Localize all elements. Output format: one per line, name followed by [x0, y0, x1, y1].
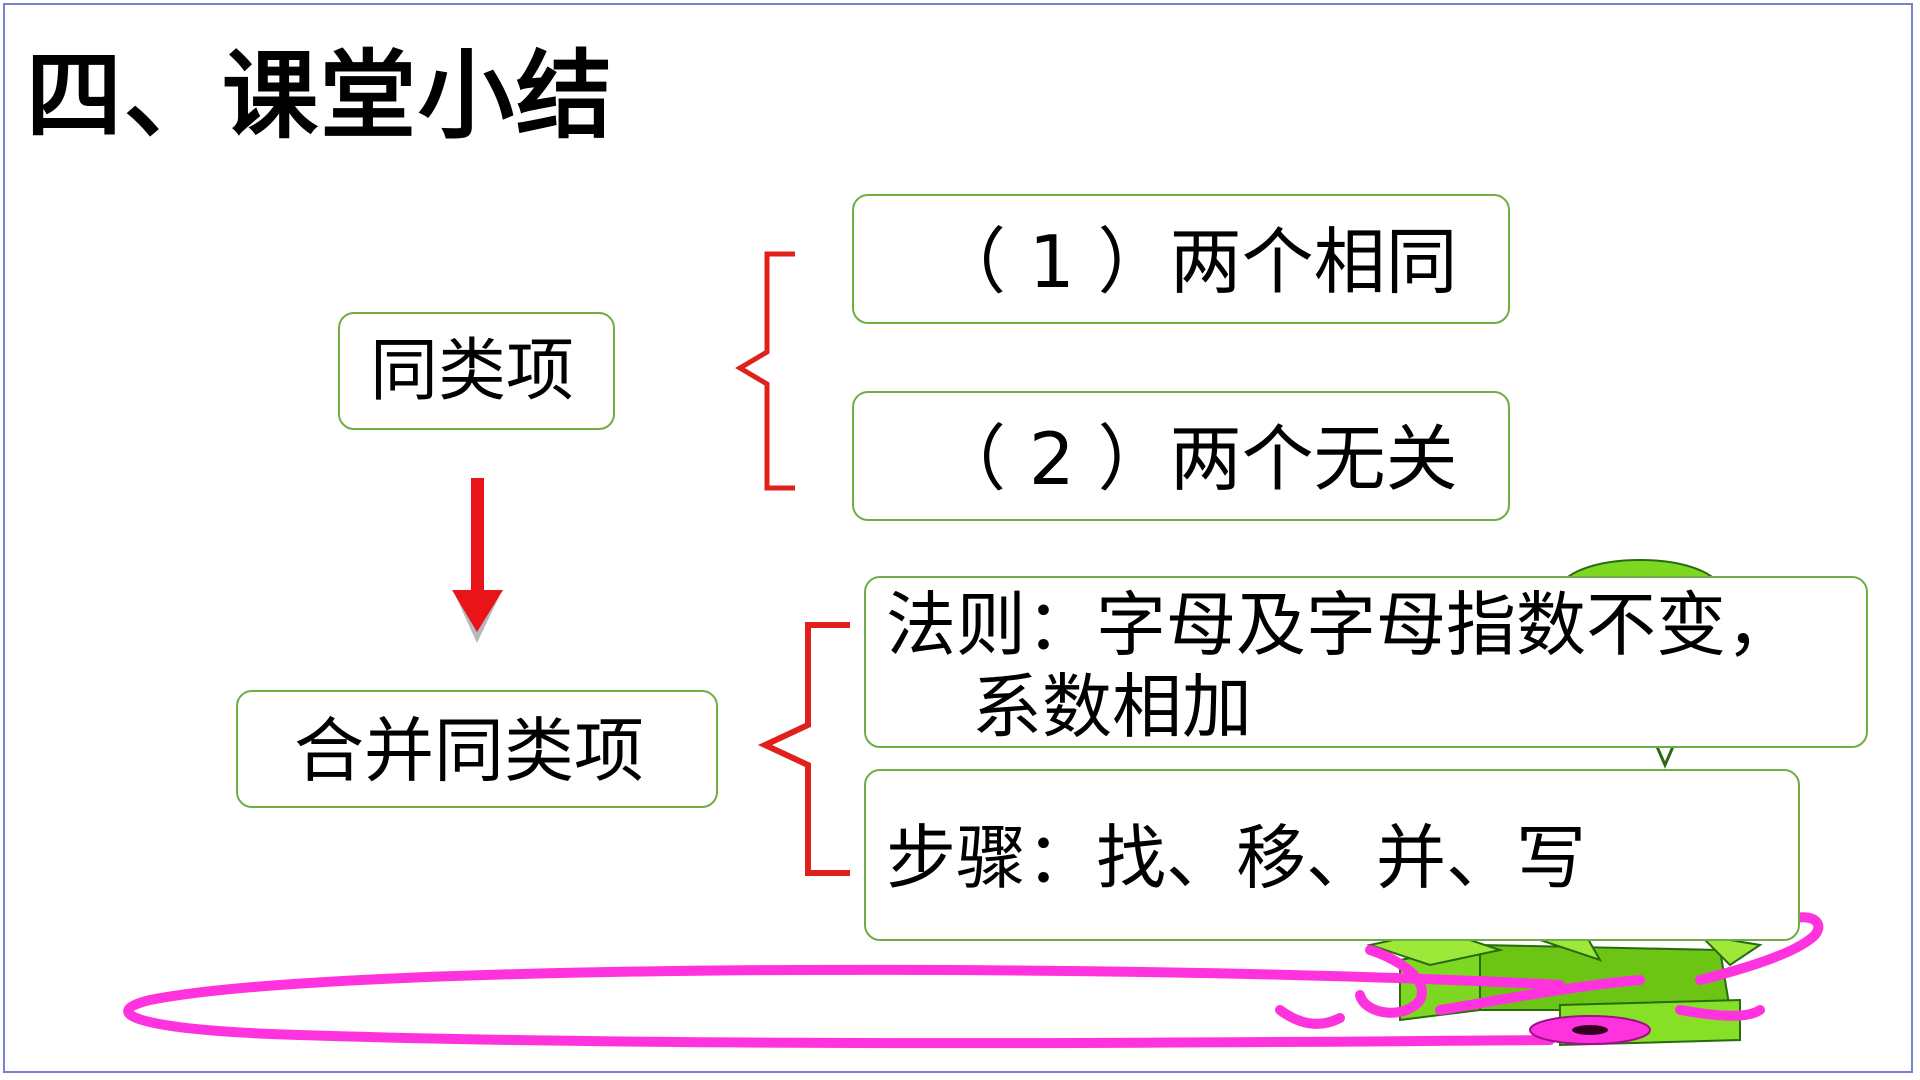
condition-text-1: （ 1 ）两个相同	[934, 220, 1458, 304]
concept-box: 同类项	[338, 312, 615, 430]
rule-box: 法则：字母及字母指数不变， 系数相加	[864, 576, 1868, 748]
steps-box: 步骤：找、移、并、写	[864, 769, 1800, 941]
condition-box-2: （ 2 ）两个无关	[852, 391, 1510, 521]
rule-line-1: 法则：字母及字母指数不变，	[886, 584, 1796, 666]
operation-box: 合并同类项	[236, 690, 718, 808]
condition-text-2: （ 2 ）两个无关	[934, 417, 1458, 501]
balloon-string	[1653, 741, 1677, 769]
condition-bracket	[735, 251, 795, 491]
condition-box-1: （ 1 ）两个相同	[852, 194, 1510, 324]
steps-text: 步骤：找、移、并、写	[886, 817, 1586, 899]
slide-frame	[3, 3, 1913, 1073]
arrow-down-icon	[452, 478, 503, 643]
ribbon-spool-hole	[1572, 1025, 1608, 1035]
operation-bracket	[757, 622, 850, 876]
concept-label: 同类项	[370, 332, 575, 411]
slide-title: 四、课堂小结	[26, 40, 614, 152]
rule-line-2: 系数相加	[972, 666, 1252, 748]
operation-label: 合并同类项	[294, 710, 644, 792]
